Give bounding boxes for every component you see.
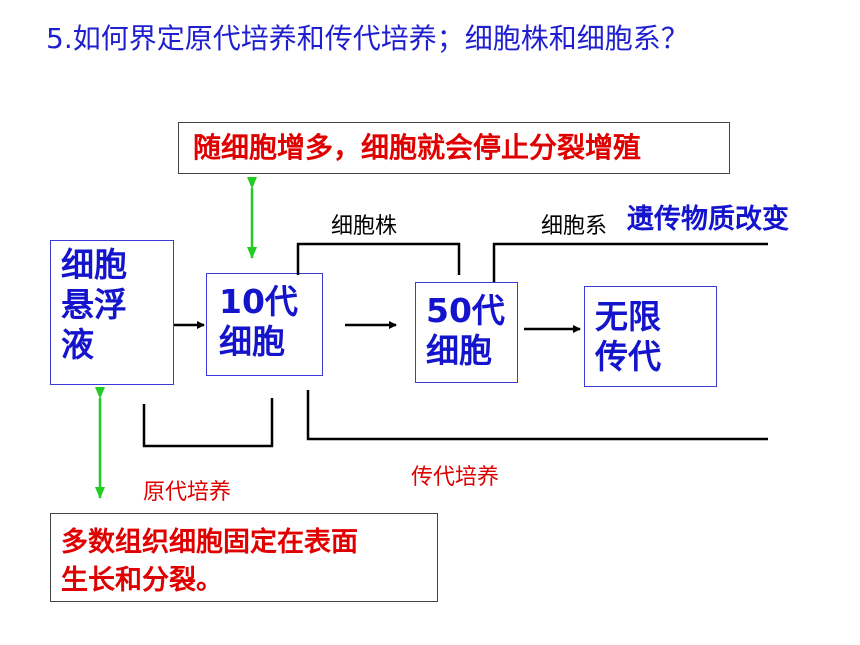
infinite-passage-text: 无限 传代	[595, 297, 661, 376]
top-note-text: 随细胞增多，细胞就会停止分裂增殖	[193, 131, 642, 164]
gen50-cells-box: 50代 细胞	[415, 282, 518, 383]
top-note-box: 随细胞增多，细胞就会停止分裂增殖	[178, 122, 730, 174]
gen10-cells-box: 10代 细胞	[206, 273, 323, 376]
primary-culture-bracket	[142, 398, 274, 448]
cell-strain-bracket	[296, 242, 461, 275]
primary-culture-label: 原代培养	[143, 480, 232, 505]
cell-suspension-text: 细胞 悬浮 液	[61, 245, 127, 364]
subculture-bracket	[306, 390, 768, 441]
question-title: 5.如何界定原代培养和传代培养；细胞株和细胞系？	[46, 22, 689, 55]
subculture-label: 传代培养	[411, 465, 500, 490]
bottom-note-text: 多数组织细胞固定在表面 生长和分裂。	[61, 527, 358, 596]
gen10-cells-text: 10代 细胞	[219, 282, 298, 361]
bottom-note-box: 多数组织细胞固定在表面 生长和分裂。	[50, 513, 438, 602]
cell-line-label: 细胞系	[541, 214, 608, 239]
genetic-change-label: 遗传物质改变	[627, 204, 789, 235]
infinite-passage-box: 无限 传代	[584, 286, 717, 387]
cell-suspension-box: 细胞 悬浮 液	[50, 240, 174, 385]
cell-line-bracket	[492, 242, 768, 282]
gen50-cells-text: 50代 细胞	[426, 291, 505, 370]
cell-strain-label: 细胞株	[331, 214, 398, 239]
